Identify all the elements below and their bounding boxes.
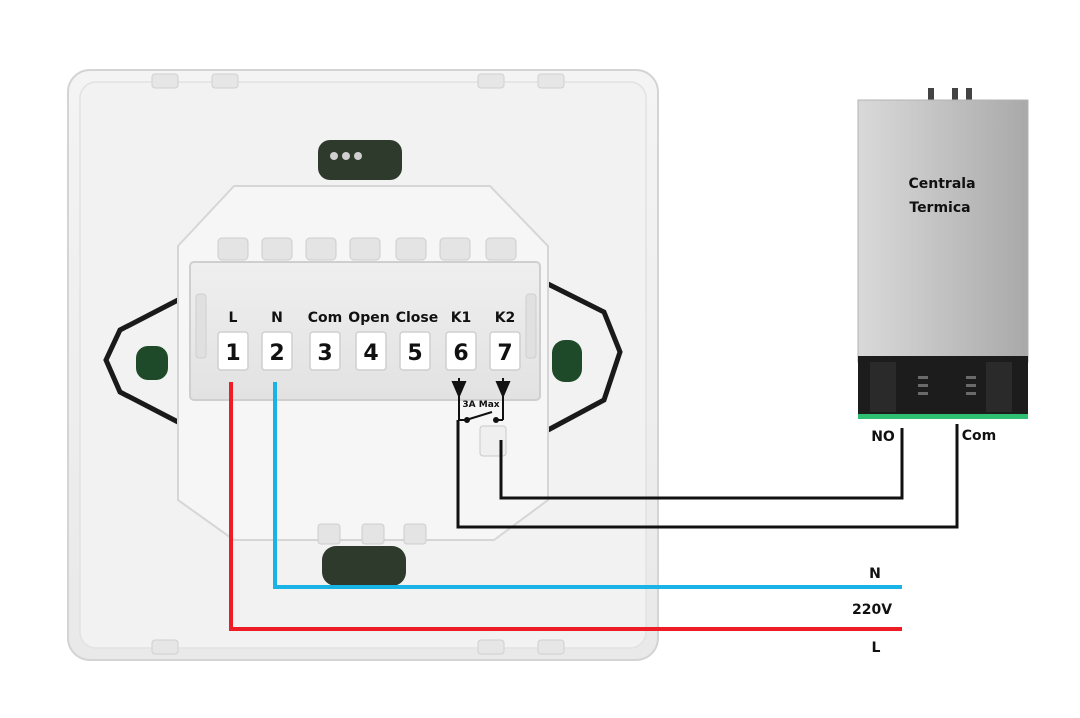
terminal-box-6 (445, 331, 477, 371)
terminal-number-1: 1 (225, 341, 240, 366)
signal-wire-k2-no (499, 428, 904, 500)
terminal-label-n: N (271, 310, 283, 326)
terminal-number-7: 7 (497, 341, 512, 366)
live-wire (229, 382, 902, 631)
neutral-line-label: N (869, 566, 881, 582)
relay-rating-label: 3A Max (462, 400, 499, 410)
terminal-box-3 (309, 331, 341, 371)
boiler-unit (857, 88, 1029, 419)
terminal-number-3: 3 (317, 341, 332, 366)
boiler-title-line1: Centrala (908, 176, 975, 192)
voltage-label: 220V (852, 602, 892, 618)
terminal-label-close: Close (396, 310, 439, 326)
terminal-number-6: 6 (453, 341, 468, 366)
terminal-label-open: Open (348, 310, 389, 326)
boiler-terminal-com-label: Com (962, 428, 996, 444)
terminal-label-k1: K1 (451, 310, 472, 326)
terminal-box-2 (261, 331, 293, 371)
terminal-label-l: L (229, 310, 238, 326)
terminal-number-5: 5 (407, 341, 422, 366)
terminal-number-4: 4 (363, 341, 378, 366)
terminal-box-4 (355, 331, 387, 371)
terminal-box-5 (399, 331, 431, 371)
terminal-strip: L N Com Open Close K1 K2 1 2 3 4 5 6 7 (217, 310, 521, 371)
live-line-label: L (872, 640, 881, 656)
signal-wire-k1-com (456, 420, 959, 529)
relay-contact-symbol (451, 378, 511, 423)
terminal-box-1 (217, 331, 249, 371)
neutral-wire (273, 382, 902, 589)
terminal-box-7 (489, 331, 521, 371)
terminal-label-k2: K2 (495, 310, 516, 326)
boiler-title-line2: Termica (909, 200, 970, 216)
terminal-number-2: 2 (269, 341, 284, 366)
terminal-label-com: Com (308, 310, 342, 326)
boiler-terminal-no-label: NO (871, 429, 895, 445)
